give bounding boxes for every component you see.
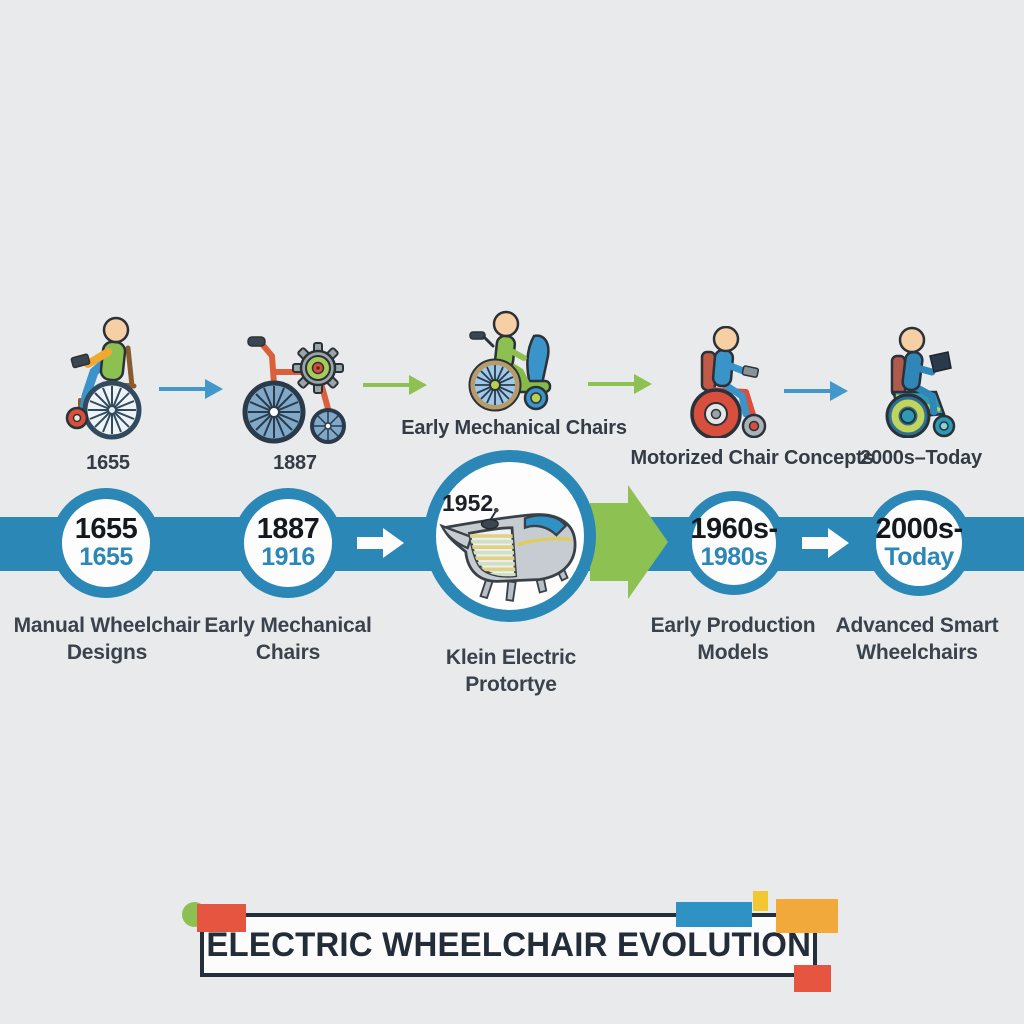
milestone-year: 1887: [256, 513, 320, 546]
milestone-label-early-production: Early Production Models: [650, 614, 816, 665]
banner-red-decoration-bottom-right: [794, 965, 831, 992]
milestone-label-klein: Klein Electric Protortye: [445, 646, 577, 697]
milestone-subyear: Today: [884, 543, 954, 572]
big-green-arrow-icon: [590, 485, 668, 599]
milestone-circle-1952: 1952: [424, 450, 596, 622]
milestone-label-advanced-smart: Advanced Smart Wheelchairs: [835, 614, 999, 665]
center-year-label: 1952: [442, 490, 494, 516]
arrow-right-icon: [363, 375, 427, 395]
banner-red-decoration-top-left: [197, 904, 246, 932]
band-arrow-icon: [357, 528, 404, 558]
milestone-circle-1655: 1655 1655: [51, 488, 161, 598]
milestone-year: 2000s-: [875, 513, 963, 546]
milestone-label-early-mechanical: Early Mechanical Chairs: [204, 614, 372, 665]
banner-orange-decoration: [776, 899, 838, 933]
milestone-label-manual: Manual Wheelchair Designs: [13, 614, 201, 665]
milestone-circle-1960s: 1960s- 1980s: [682, 491, 786, 595]
top-caption-early-mechanical: Early Mechanical Chairs: [401, 417, 627, 439]
banner-blue-decoration: [676, 902, 752, 927]
milestone-year: 1960s-: [690, 513, 778, 546]
banner-yellow-decoration: [753, 891, 768, 911]
top-caption-2000s-today: 2000s–Today: [860, 447, 982, 469]
milestone-circle-1887: 1887 1916: [233, 488, 343, 598]
milestone-subyear: 1655: [79, 543, 133, 572]
arrow-right-icon: [588, 374, 652, 394]
milestone-circle-2000s: 2000s- Today: [866, 490, 972, 596]
gear-icon: [292, 342, 344, 394]
arrow-right-icon: [784, 381, 848, 401]
smart-wheelchair-icon: [885, 326, 956, 438]
early-mechanical-chair-icon: [468, 310, 552, 412]
title-banner: ELECTRIC WHEELCHAIR EVOLUTION: [200, 913, 817, 977]
klein-prototype-illustration: [439, 507, 577, 602]
page-title: ELECTRIC WHEELCHAIR EVOLUTION: [206, 925, 811, 964]
milestone-subyear: 1980s: [700, 543, 768, 572]
geared-wheelchair-icon: [242, 336, 346, 444]
milestone-year: 1655: [74, 513, 138, 546]
arrow-right-icon: [159, 379, 223, 399]
top-caption-1655: 1655: [86, 452, 130, 474]
milestone-subyear: 1916: [261, 543, 315, 572]
band-arrow-icon: [802, 528, 849, 558]
top-caption-motorized-concepts: Motorized Chair Concepts: [630, 447, 874, 469]
top-caption-1887: 1887: [273, 452, 317, 474]
manual-wheelchair-icon: [65, 316, 142, 440]
motorized-chair-icon: [690, 326, 767, 438]
